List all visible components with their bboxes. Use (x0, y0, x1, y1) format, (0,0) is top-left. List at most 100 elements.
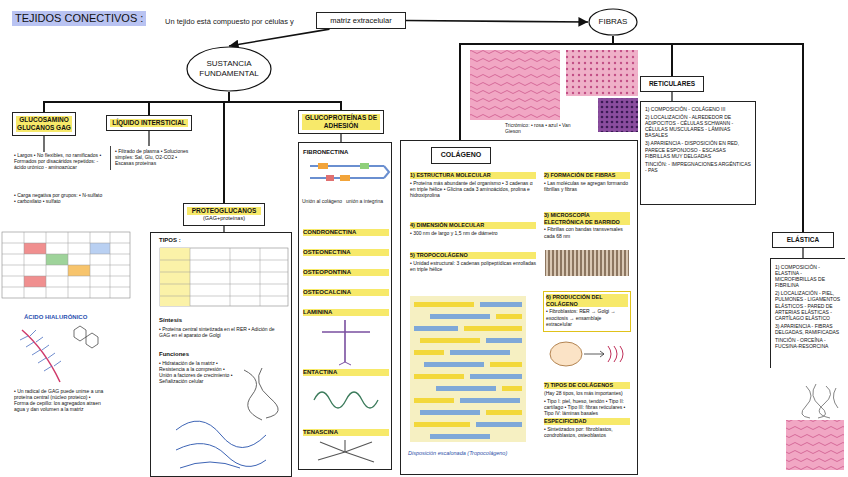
node-text: FIBRAS (599, 17, 628, 27)
annotation-label: Unión al colágeno (302, 198, 344, 204)
collagen-staggered-fibrils (420, 338, 480, 343)
concept-ellipse: SUSTANCIA FUNDAMENTAL (186, 46, 272, 92)
content-panel: COLÁGENO 1) ESTRUCTURA MOLECULAR• Proteín… (400, 140, 638, 475)
node-text: ESPECIFICIDAD (544, 418, 630, 425)
proteoglycan-table (160, 248, 288, 306)
entactin-sketch (314, 392, 378, 408)
connector (43, 136, 44, 152)
collagen-staggered-fibrils (410, 296, 526, 442)
node-text: 4) DIMENSIÓN MOLECULAR (410, 222, 536, 229)
connector (224, 92, 229, 203)
collagen-staggered-fibrils (460, 398, 520, 403)
node-text: GLUCOPROTEÍNAS DE ADHESIÓN (302, 114, 380, 130)
collagen-staggered-fibrils (414, 350, 444, 355)
proteoglycan-sketch (176, 421, 266, 468)
node-text: COLÁGENO (431, 147, 491, 164)
node-text: • Un radical de GAG puede unirse a una p… (14, 388, 104, 412)
node-text: TENASCINA (303, 429, 389, 436)
node-text: • Tipo I: piel, hueso, tendón • Tipo II:… (544, 398, 630, 416)
diagram-title: TEJIDOS CONECTIVOS : (12, 11, 146, 26)
collagen-staggered-fibrils (414, 302, 474, 307)
proteoglycan-sketch (244, 368, 278, 420)
collagen-production-sketch (550, 342, 623, 366)
node-text: FIBRONECTINA (303, 149, 389, 156)
node-text: 2) LOCALIZACIÓN - PIEL, PULMONES - LIGAM… (775, 290, 842, 320)
collagen-production-sketch (584, 351, 604, 357)
node-text: (GAG+proteínas) (187, 215, 261, 222)
tenascin-sketch (318, 440, 374, 462)
node-text: OSTEONECTINA (303, 249, 389, 256)
collagen-staggered-fibrils (476, 422, 522, 427)
concept-box: GLUCOSAMINO GLUCANOS GAG (12, 112, 76, 136)
connector (802, 248, 803, 258)
elastic-tissue-micrograph (786, 420, 844, 470)
node-text: • Proteína central sintetizada en el RER… (159, 326, 285, 338)
proteoglycan-table (160, 248, 288, 306)
collagen-sem-image (545, 250, 629, 276)
section-block: 1) ESTRUCTURA MOLECULAR• Proteína más ab… (409, 171, 537, 202)
node-text: Síntesis (159, 317, 279, 324)
gag-table (2, 232, 130, 298)
gag-table (24, 243, 46, 254)
gag-table (68, 265, 90, 276)
fibronectin-sketch (318, 163, 328, 169)
fibronectin-sketch (326, 175, 334, 181)
connector (148, 131, 149, 146)
collagen-staggered-fibrils (436, 386, 496, 391)
annotation-label: Disposición escalonada (Tropocolágeno) (408, 450, 538, 457)
connector (340, 134, 341, 142)
proteoglycan-table (160, 248, 288, 306)
collagen-staggered-fibrils (430, 434, 490, 439)
connector (671, 92, 672, 101)
node-text: ELÁSTICA (776, 236, 830, 244)
node-text: PROTEOGLUCANOS (187, 207, 261, 215)
node-text: 3) MICROSCOPÍA ELECTRÓNICA DE BARRIDO (544, 212, 630, 225)
node-text: 7) TIPOS DE COLÁGENOS (544, 382, 630, 389)
node-text: 5) TROPOCOLÁGENO (410, 252, 536, 259)
annotation-label: Tricrómico: • rosa • azul • Van Gieson (505, 122, 585, 134)
node-text: ENTACTINA (303, 369, 389, 376)
laminin-sketch (322, 320, 370, 362)
node-text: LÍQUIDO INTERSTICIAL (110, 119, 188, 127)
node-text: • Filtrado de plasma • Soluciones simple… (115, 148, 192, 166)
node-text: RETICULARES (644, 80, 700, 88)
node-text: • Sintetizados por: fibroblastos, condro… (544, 426, 630, 438)
section-block: 7) TIPOS DE COLÁGENOS(Hay 28 tipos, los … (543, 381, 631, 442)
content-panel: TIPOS :Síntesis• Proteína central sintet… (150, 232, 292, 477)
section-block: 6) PRODUCCIÓN DEL COLÁGENO• Fibroblastos… (543, 291, 631, 332)
gag-table (90, 243, 110, 254)
ellipse-outline (589, 9, 637, 35)
node-text: • Carga negativa por grupos: • N-sulfato… (14, 192, 104, 204)
section-block: 5) TROPOCOLÁGENO• Unidad estructural: 3 … (409, 251, 537, 276)
collagen-production-sketch (608, 346, 623, 362)
node-text: CONDRONECTINA (303, 229, 389, 236)
annotation-label: Un tejido está compuesto por células y (165, 17, 315, 26)
node-text: OSTEOCALCINA (303, 289, 389, 296)
collagen-staggered-fibrils (420, 410, 480, 415)
annotation-label: unión a integrina (346, 198, 390, 204)
content-panel: FIBRONECTINA CONDRONECTINA OSTEONECTINA OST… (298, 142, 392, 470)
gag-table (2, 232, 130, 298)
collagen-staggered-fibrils (464, 326, 522, 331)
proteoglycan-table (160, 248, 190, 306)
node-text: 2) FORMACIÓN DE FIBRAS (544, 172, 630, 179)
proteoglycan-brush-sketch (74, 326, 98, 348)
content-panel: • Filtrado de plasma • Soluciones simple… (110, 146, 196, 170)
node-text: TINCIÓN - ORCEÍNA - FUCSINA-RESORCINA (775, 337, 842, 349)
histology-micrograph (566, 50, 638, 96)
elastic-fiber-sketch (802, 384, 838, 418)
node-text: 6) PRODUCCIÓN DEL COLÁGENO (546, 294, 628, 307)
node-text: • Fibrillas con bandas transversales cad… (544, 226, 630, 238)
collagen-staggered-fibrils (414, 398, 454, 403)
content-panel: 1) COMPOSICIÓN - COLÁGENO III2) LOCALIZA… (640, 101, 756, 205)
node-text: • Unidad estructural: 3 cadenas polipept… (410, 260, 536, 272)
collagen-staggered-fibrils (410, 296, 526, 442)
node-text: ÁCIDO HIALURÓNICO (24, 314, 108, 321)
node-text: 1) ESTRUCTURA MOLECULAR (410, 172, 536, 179)
collagen-staggered-fibrils (414, 326, 458, 331)
collagen-staggered-fibrils (430, 314, 490, 319)
connector (613, 36, 672, 76)
proteoglycan-brush-sketch (20, 330, 61, 371)
